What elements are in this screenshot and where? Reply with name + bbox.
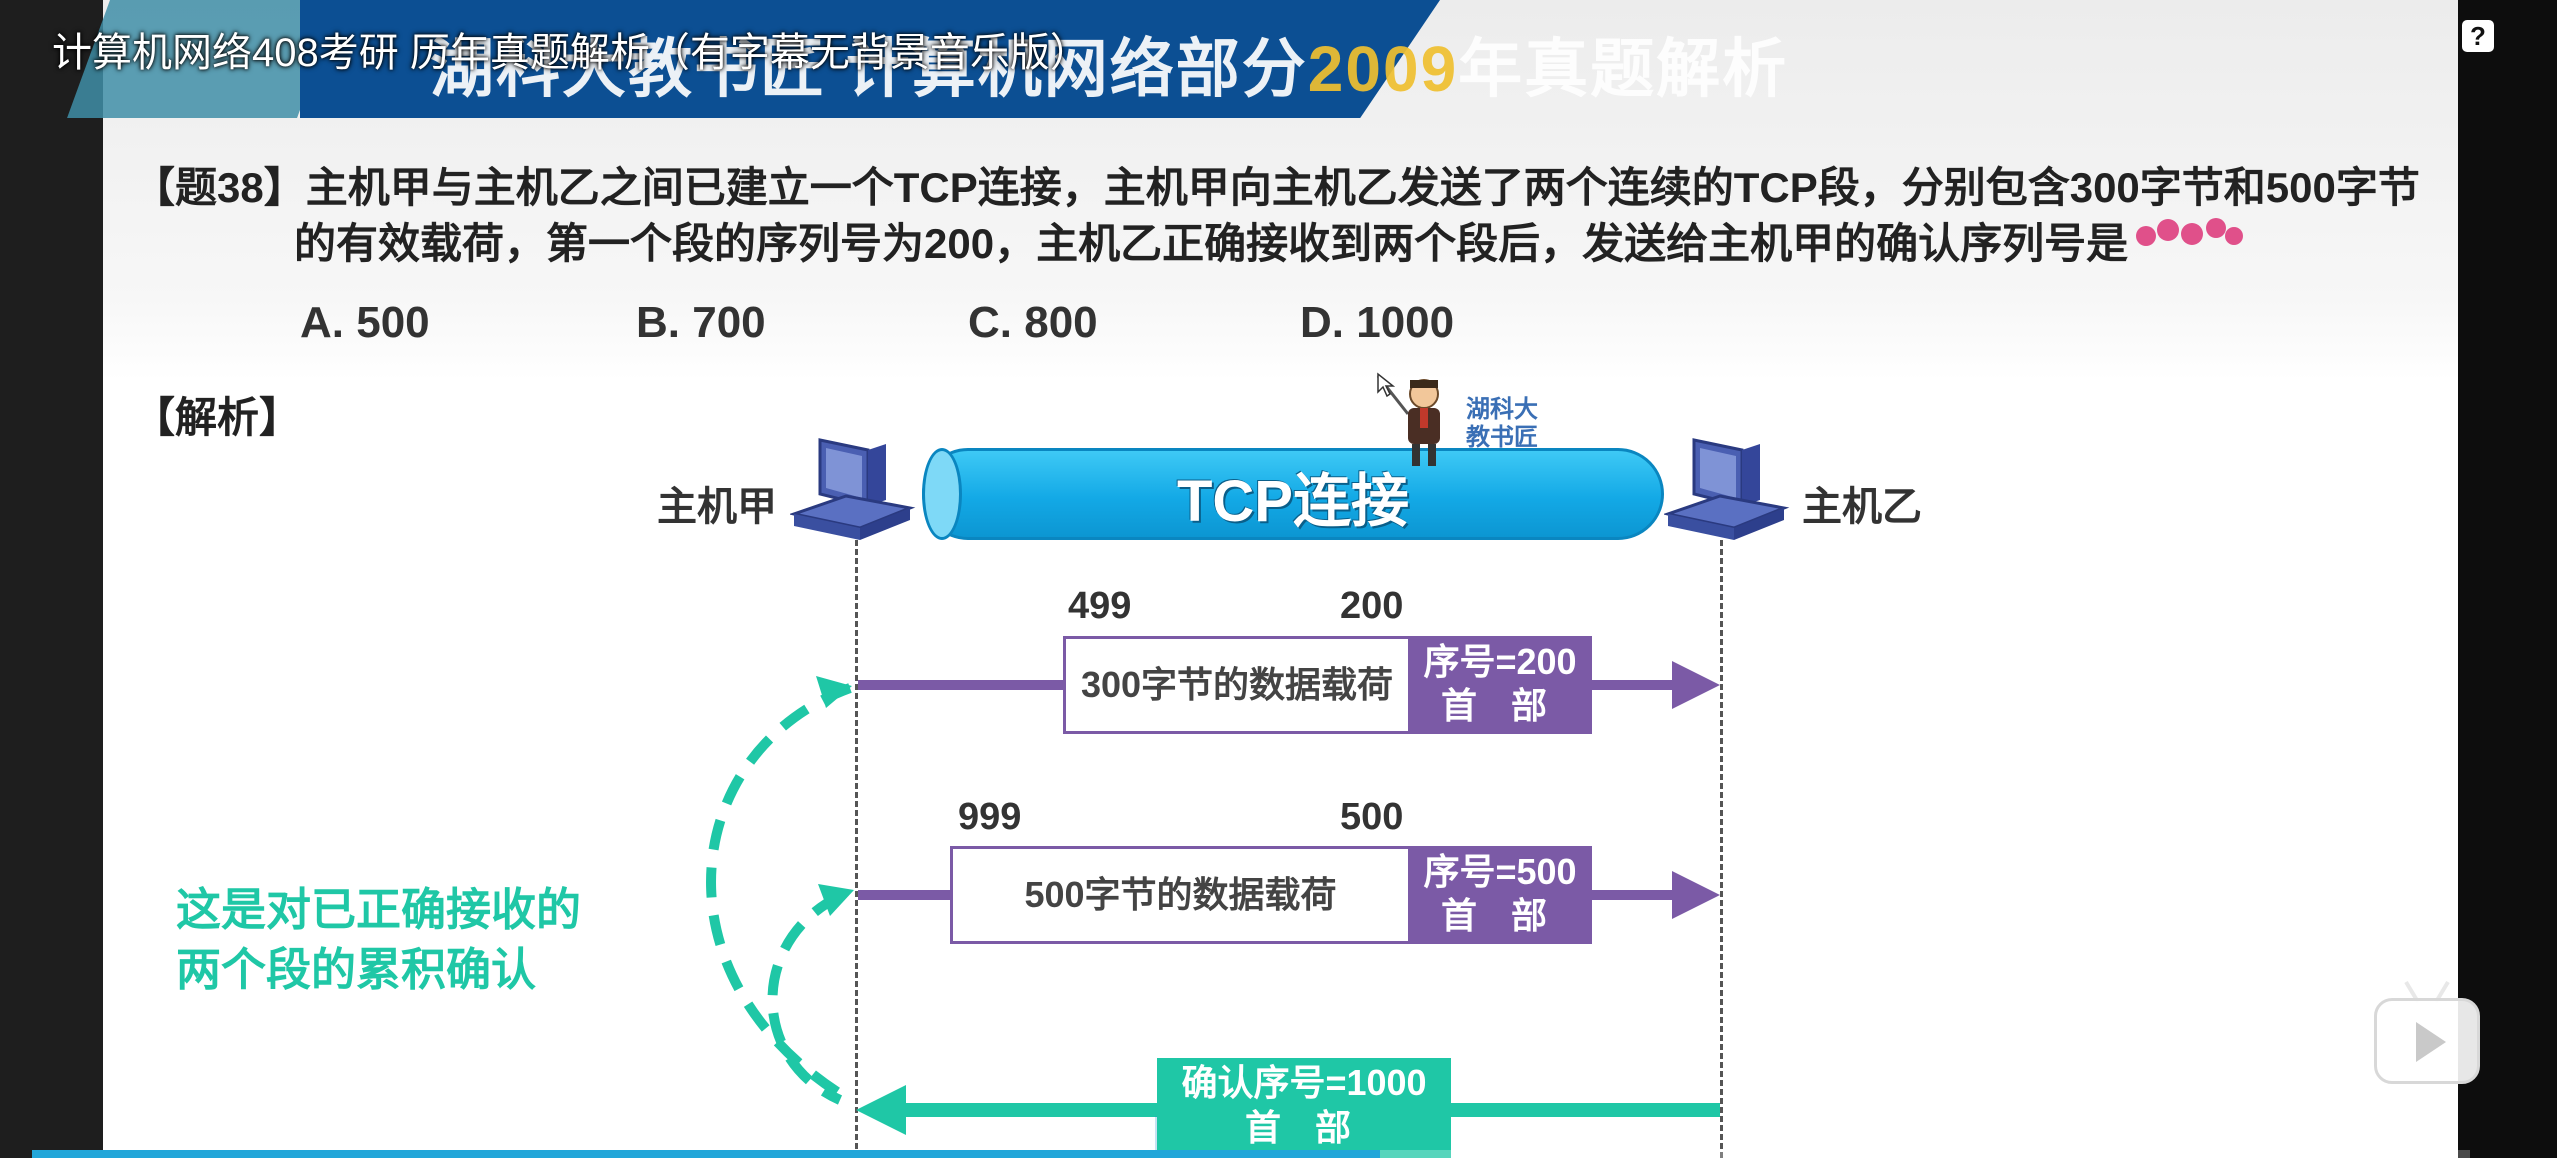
banner-prefix: 湖科大教书匠 计算机网络部分 bbox=[430, 33, 1308, 105]
progress-bar-played[interactable] bbox=[32, 1150, 1380, 1158]
segment2-payload: 500字节的数据载荷 bbox=[950, 846, 1411, 944]
right-letterbox bbox=[2458, 0, 2557, 1158]
segment2-line-left bbox=[858, 890, 952, 900]
host-a-label: 主机甲 bbox=[657, 485, 777, 529]
video-title: 计算机网络408考研 历年真题解析（有字幕无背景音乐版） bbox=[52, 31, 1090, 75]
watermark: com bbox=[2060, 1081, 2180, 1148]
slide-banner-title: 湖科大教书匠 计算机网络部分2009年真题解析 bbox=[430, 18, 1788, 110]
segment2-arrowhead-icon bbox=[1672, 871, 1720, 919]
ack-header-label: 首 部 bbox=[1244, 1107, 1363, 1148]
mascot-teacher-icon bbox=[1376, 375, 1440, 466]
slide-banner bbox=[300, 0, 1440, 118]
tcp-tube-cap bbox=[922, 448, 962, 540]
question-line-2: 的有效载荷，第一个段的序列号为200，主机乙正确接收到两个段后，发送给主机甲的确… bbox=[294, 220, 2129, 267]
segment1-end-number: 499 bbox=[1068, 585, 1132, 627]
segment1-header: 序号=200 首 部 bbox=[1408, 636, 1592, 734]
ack-header: 确认序号=1000 首 部 bbox=[1157, 1058, 1451, 1158]
note-line-2: 两个段的累积确认 bbox=[176, 944, 537, 995]
cumulative-ack-curves bbox=[706, 676, 854, 1105]
host-a-timeline bbox=[855, 540, 858, 1158]
progress-bar-track[interactable] bbox=[1380, 1150, 2470, 1158]
ack-arrowhead-icon bbox=[856, 1085, 906, 1135]
segment1-header-label: 首 部 bbox=[1440, 685, 1559, 726]
cumulative-ack-note: 这是对已正确接收的 两个段的累积确认 bbox=[176, 880, 581, 1000]
analysis-heading: 【解析】 bbox=[133, 394, 302, 441]
segment1-arrowhead-icon bbox=[1672, 661, 1720, 709]
computer-b-icon bbox=[1664, 438, 1790, 540]
host-b-timeline bbox=[1720, 540, 1723, 1158]
tcp-connection-tube bbox=[922, 448, 1664, 540]
option-b: B. 700 bbox=[636, 298, 766, 347]
banner-year: 2009 bbox=[1307, 33, 1459, 105]
ack-header-seq: 确认序号=1000 bbox=[1181, 1062, 1427, 1103]
segment1-line-left bbox=[858, 680, 1064, 690]
host-b-label: 主机乙 bbox=[1802, 485, 1922, 529]
help-button[interactable]: ? bbox=[2462, 20, 2494, 52]
segment2-header-label: 首 部 bbox=[1440, 895, 1559, 936]
mascot-caption: 湖科大 教书匠 bbox=[1466, 396, 1538, 451]
segment2-line-right bbox=[1590, 890, 1674, 900]
tcp-connection-label: TCP连接 bbox=[1176, 469, 1409, 534]
segment2-start-number: 500 bbox=[1340, 796, 1404, 838]
computer-a-icon bbox=[790, 438, 916, 540]
note-line-1: 这是对已正确接收的 bbox=[176, 884, 582, 935]
left-letterbox bbox=[0, 0, 103, 1158]
segment1-line-right bbox=[1590, 680, 1674, 690]
segment2-header-seq: 序号=500 bbox=[1423, 851, 1577, 892]
banner-suffix: 年真题解析 bbox=[1458, 33, 1789, 105]
segment1-start-number: 200 bbox=[1340, 585, 1404, 627]
mouse-cursor-icon bbox=[1377, 372, 1396, 398]
segment1-header-seq: 序号=200 bbox=[1423, 641, 1577, 682]
segment2-header: 序号=500 首 部 bbox=[1408, 846, 1592, 944]
annotation-scribble-icon bbox=[2136, 218, 2243, 246]
option-c: C. 800 bbox=[968, 298, 1098, 347]
segment1-payload: 300字节的数据载荷 bbox=[1063, 636, 1411, 734]
segment2-end-number: 999 bbox=[958, 796, 1022, 838]
option-a: A. 500 bbox=[300, 298, 430, 347]
play-icon bbox=[2416, 1022, 2446, 1062]
option-d: D. 1000 bbox=[1300, 298, 1455, 347]
video-frame[interactable] bbox=[103, 0, 2458, 1158]
question-line-1: 【题38】主机甲与主机乙之间已建立一个TCP连接，主机甲向主机乙发送了两个连续的… bbox=[133, 164, 2420, 211]
